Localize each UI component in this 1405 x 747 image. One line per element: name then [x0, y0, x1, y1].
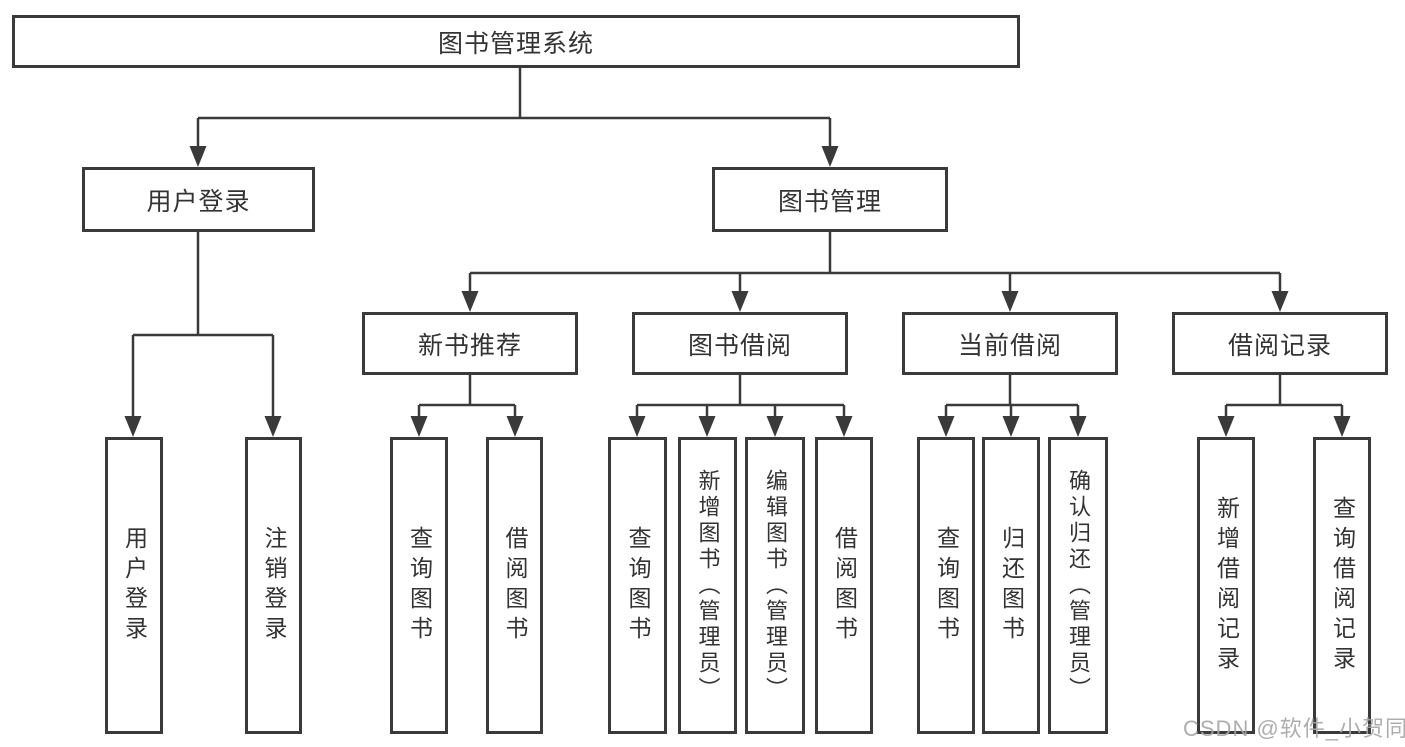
leaf-query-book-newbook: 查询图书 [390, 437, 448, 734]
arrow-down-icon [506, 416, 524, 437]
leaf-label: 确认归还（管理员） [1066, 468, 1091, 703]
arrow-down-icon [731, 291, 749, 312]
node-label: 图书借阅 [687, 331, 792, 360]
leaf-edit-book-admin: 编辑图书（管理员） [745, 437, 805, 734]
node-label: 图书管理系统 [437, 29, 594, 58]
arrow-down-icon [766, 416, 784, 437]
node-book-management: 图书管理 [712, 167, 948, 232]
leaf-label: 查询图书 [406, 525, 433, 646]
node-label: 借阅记录 [1227, 331, 1332, 360]
leaf-label: 查询图书 [933, 525, 960, 646]
arrow-down-icon [628, 416, 646, 437]
arrow-down-icon [835, 416, 853, 437]
leaf-label: 查询借阅记录 [1329, 495, 1356, 676]
arrow-down-icon [1271, 291, 1289, 312]
leaf-query-book-borrow: 查询图书 [608, 437, 667, 734]
arrow-down-icon [821, 146, 839, 167]
leaf-add-borrow-record: 新增借阅记录 [1197, 437, 1255, 734]
arrow-down-icon [937, 416, 955, 437]
leaf-add-book-admin: 新增图书（管理员） [678, 437, 737, 734]
node-new-book-recommend: 新书推荐 [362, 312, 578, 375]
node-label: 图书管理 [777, 187, 882, 216]
arrow-down-icon [1002, 416, 1020, 437]
arrow-down-icon [189, 146, 207, 167]
connector-paths [131, 68, 1344, 418]
arrow-down-icon [1217, 416, 1235, 437]
leaf-label: 新增图书（管理员） [695, 468, 721, 703]
leaf-query-borrow-record: 查询借阅记录 [1313, 437, 1371, 734]
leaf-label: 新增借阅记录 [1213, 495, 1240, 676]
arrow-down-icon [1001, 291, 1019, 312]
node-current-borrow: 当前借阅 [902, 312, 1118, 375]
leaf-borrow-book: 借阅图书 [815, 437, 873, 734]
node-label: 用户登录 [146, 187, 251, 216]
node-book-borrow: 图书借阅 [632, 312, 848, 375]
leaf-return-book: 归还图书 [982, 437, 1040, 734]
arrow-down-icon [410, 416, 428, 437]
csdn-watermark: CSDN @软件_小贺同学 [1183, 716, 1405, 741]
leaf-label: 用户登录 [121, 525, 148, 646]
leaf-user-login: 用户登录 [105, 437, 163, 734]
node-user-login: 用户登录 [82, 167, 315, 232]
leaf-label: 借阅图书 [831, 525, 858, 646]
arrow-down-icon [1333, 416, 1351, 437]
leaf-label: 借阅图书 [502, 525, 528, 646]
arrow-down-icon [124, 416, 142, 437]
leaf-label: 归还图书 [998, 525, 1025, 646]
arrowheads [124, 146, 1351, 437]
leaf-label: 编辑图书（管理员） [763, 468, 788, 703]
leaf-confirm-return-admin: 确认归还（管理员） [1048, 437, 1108, 734]
arrow-down-icon [1069, 416, 1087, 437]
arrow-down-icon [264, 416, 282, 437]
node-label: 当前借阅 [957, 331, 1062, 360]
leaf-query-book-current: 查询图书 [917, 437, 975, 734]
node-library-management-system: 图书管理系统 [12, 15, 1020, 68]
leaf-label: 查询图书 [625, 525, 651, 646]
arrow-down-icon [461, 291, 479, 312]
node-borrow-record: 借阅记录 [1172, 312, 1388, 375]
leaf-borrow-book-newbook: 借阅图书 [486, 437, 543, 734]
leaf-logout: 注销登录 [245, 437, 302, 734]
leaf-label: 注销登录 [261, 525, 287, 646]
arrow-down-icon [698, 416, 716, 437]
node-label: 新书推荐 [417, 331, 522, 360]
